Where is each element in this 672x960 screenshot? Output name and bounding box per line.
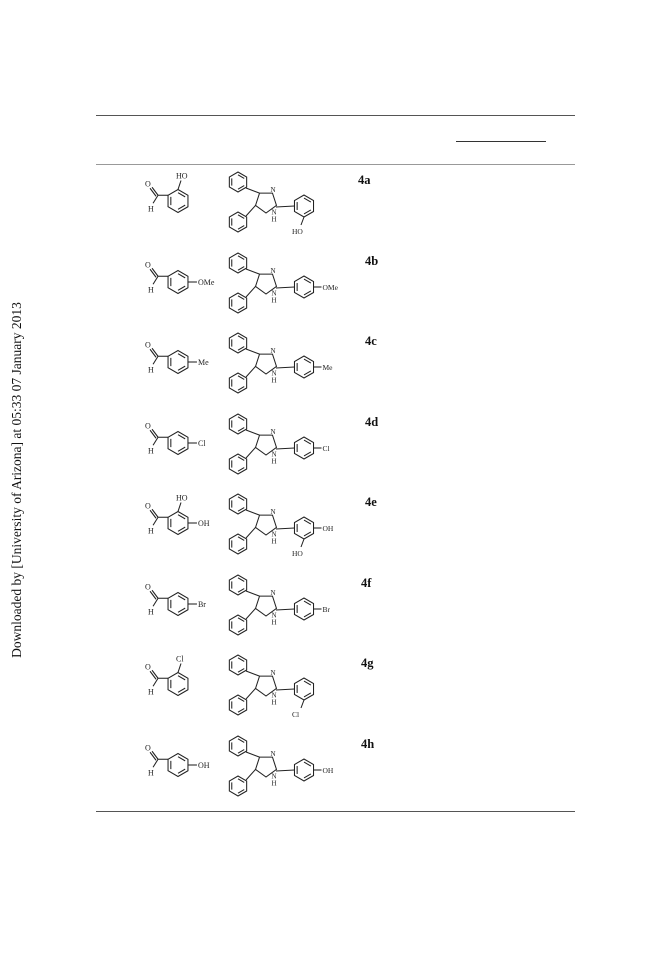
aldehyde-structure: O H Cl [128, 414, 238, 466]
atom-label-substituent: HO [176, 494, 188, 503]
atom-label-substituent: OH [323, 766, 334, 775]
atom-label-nitrogen: N [270, 669, 275, 677]
atom-label-nh: H [271, 296, 276, 304]
atom-label-nh: H [271, 215, 276, 223]
atom-label-oxygen: O [145, 582, 151, 591]
table-header-rule [96, 164, 575, 165]
atom-label-substituent: OMe [198, 278, 215, 287]
atom-label-nitrogen: N [271, 772, 276, 780]
atom-label-nitrogen: N [271, 691, 276, 699]
atom-label-oxygen: O [145, 260, 151, 269]
atom-label-nitrogen: N [270, 186, 275, 194]
aldehyde-structure: O H Me [128, 333, 238, 385]
compound-id: 4d [365, 414, 379, 429]
table-bottom-rule [96, 811, 575, 813]
compound-id: 4e [365, 495, 377, 509]
atom-label-oxygen: O [145, 340, 151, 349]
atom-label-substituent: Me [198, 358, 209, 367]
atom-label-substituent: Br [198, 600, 206, 609]
atom-label-oxygen: O [145, 179, 151, 188]
atom-label-substituent: OH [323, 524, 334, 533]
atom-label-substituent: HO [292, 549, 303, 558]
atom-label-nitrogen: N [270, 428, 275, 436]
atom-label-nh: H [271, 779, 276, 787]
aldehyde-structure: O H Cl [128, 655, 238, 707]
atom-label-oxygen: O [145, 743, 151, 752]
atom-label-nitrogen: N [271, 530, 276, 538]
aldehyde-structure: O H OMe [128, 253, 238, 305]
compound-id: 4c [365, 334, 377, 348]
atom-label-hydrogen: H [148, 365, 154, 374]
atom-label-substituent: HO [292, 227, 303, 236]
compound-id: 4b [365, 253, 379, 268]
atom-label-nitrogen: N [271, 611, 276, 619]
atom-label-nh: H [271, 537, 276, 545]
atom-label-nitrogen: N [270, 347, 275, 355]
atom-label-nh: H [271, 698, 276, 706]
atom-label-substituent: Cl [292, 710, 299, 719]
compound-id: 4g [361, 656, 374, 670]
atom-label-nitrogen: N [271, 289, 276, 297]
aldehyde-structure: O H Br [128, 575, 238, 627]
atom-label-nitrogen: N [271, 369, 276, 377]
aldehyde-structure: O H HO [128, 172, 238, 224]
atom-label-substituent: OMe [323, 283, 339, 292]
atom-label-nitrogen: N [271, 208, 276, 216]
atom-label-hydrogen: H [148, 204, 154, 213]
atom-label-substituent: HO [176, 172, 188, 181]
table-header-underline [456, 141, 546, 142]
atom-label-hydrogen: H [148, 768, 154, 777]
download-watermark: Downloaded by [University of Arizona] at… [9, 302, 24, 658]
atom-label-substituent: OH [198, 761, 210, 770]
atom-label-hydrogen: H [148, 285, 154, 294]
atom-label-substituent: Br [323, 605, 331, 614]
atom-label-hydrogen: H [148, 687, 154, 696]
atom-label-substituent: Cl [198, 439, 206, 448]
atom-label-nh: H [271, 618, 276, 626]
atom-label-substituent: Cl [176, 655, 184, 664]
atom-label-substituent: OH [198, 519, 210, 528]
compound-id: 4f [361, 575, 372, 590]
table-top-rule [96, 115, 575, 117]
atom-label-nh: H [271, 376, 276, 384]
atom-label-nitrogen: N [270, 508, 275, 516]
atom-label-oxygen: O [145, 421, 151, 430]
compound-id: 4h [361, 736, 375, 751]
atom-label-nitrogen: N [271, 450, 276, 458]
atom-label-hydrogen: H [148, 607, 154, 616]
atom-label-hydrogen: H [148, 446, 154, 455]
atom-label-hydrogen: H [148, 526, 154, 535]
atom-label-nitrogen: N [270, 267, 275, 275]
atom-label-nitrogen: N [270, 589, 275, 597]
atom-label-nh: H [271, 457, 276, 465]
atom-label-nitrogen: N [270, 750, 275, 758]
atom-label-substituent: Cl [323, 444, 330, 453]
atom-label-oxygen: O [145, 501, 151, 510]
atom-label-oxygen: O [145, 662, 151, 671]
compound-id: 4a [358, 173, 371, 187]
atom-label-substituent: Me [323, 363, 334, 372]
